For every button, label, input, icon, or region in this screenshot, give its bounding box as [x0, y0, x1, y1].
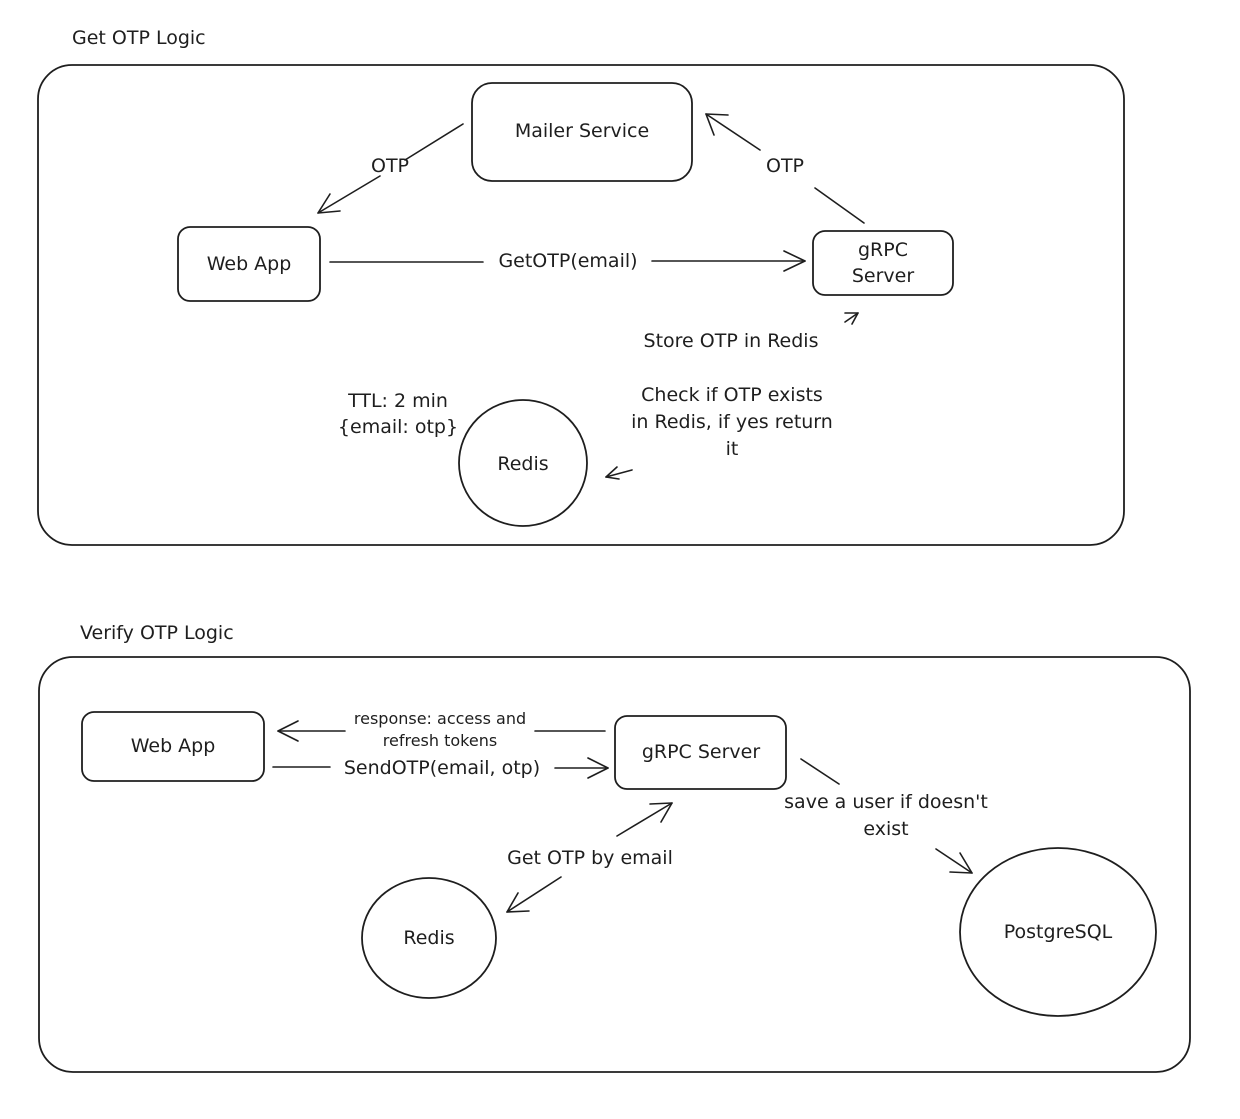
- edge-save-user: save a user if doesn't exist: [784, 758, 988, 874]
- edge-check-otp-arrow: Check if OTP exists in Redis, if yes ret…: [605, 384, 833, 480]
- get-otp-web-app-node[interactable]: Web App: [177, 226, 321, 302]
- edge-label-sendotp: SendOTP(email, otp): [344, 757, 540, 779]
- get-otp-redis-node[interactable]: Redis: [458, 399, 588, 527]
- edge-label-getotp: GetOTP(email): [498, 250, 637, 272]
- grpc-server-box: [812, 230, 954, 296]
- edge-webapp-to-grpc: GetOTP(email): [329, 250, 806, 272]
- verify-otp-grpc-server-node[interactable]: gRPC Server: [614, 715, 787, 790]
- edge-label-response-line2: refresh tokens: [383, 731, 497, 750]
- edge-label-response-line1: response: access and: [354, 709, 526, 728]
- verify-web-app-label: Web App: [131, 735, 216, 757]
- verify-otp-postgres-node[interactable]: PostgreSQL: [959, 847, 1157, 1017]
- edge-label-check-line3: it: [726, 438, 739, 460]
- edge-label-otp-to-webapp: OTP: [371, 155, 409, 177]
- grpc-server-label-line1: gRPC: [858, 239, 908, 261]
- edge-label-get-otp-by-email: Get OTP by email: [507, 847, 673, 869]
- web-app-box: [177, 226, 321, 302]
- mailer-service-label: Mailer Service: [515, 120, 649, 142]
- verify-redis-label: Redis: [403, 927, 454, 949]
- redis-ttl-note: TTL: 2 min {email: otp}: [338, 390, 458, 438]
- postgres-circle: [959, 847, 1157, 1017]
- postgres-label: PostgreSQL: [1004, 921, 1113, 943]
- edge-grpc-to-mailer: OTP: [705, 113, 865, 224]
- edge-send-otp: SendOTP(email, otp): [272, 757, 609, 779]
- get-otp-mailer-service-node[interactable]: Mailer Service: [471, 82, 693, 182]
- edge-label-otp-to-mailer: OTP: [766, 155, 804, 177]
- verify-otp-web-app-node[interactable]: Web App: [81, 711, 265, 782]
- edge-label-check-line1: Check if OTP exists: [641, 384, 823, 406]
- web-app-label: Web App: [207, 253, 292, 275]
- verify-grpc-server-label: gRPC Server: [642, 741, 761, 763]
- redis-kv-text: {email: otp}: [338, 416, 458, 438]
- edge-mailer-to-webapp: OTP: [317, 123, 464, 214]
- edge-label-save-user-line2: exist: [863, 818, 908, 840]
- edge-label-save-user-line1: save a user if doesn't: [784, 791, 988, 813]
- edge-get-otp-by-email: Get OTP by email: [506, 802, 673, 913]
- get-otp-grpc-server-node[interactable]: gRPC Server: [812, 230, 954, 296]
- verify-otp-section-title: Verify OTP Logic: [80, 622, 234, 644]
- redis-label: Redis: [497, 453, 548, 475]
- redis-circle: [458, 399, 588, 527]
- verify-redis-circle: [361, 877, 497, 999]
- edge-store-otp-arrow: Store OTP in Redis: [644, 312, 859, 352]
- redis-ttl-text: TTL: 2 min: [347, 390, 448, 412]
- edge-label-store-otp: Store OTP in Redis: [644, 330, 819, 352]
- grpc-server-label-line2: Server: [852, 265, 914, 287]
- verify-otp-redis-node[interactable]: Redis: [361, 877, 497, 999]
- mailer-service-box: [471, 82, 693, 182]
- get-otp-frame: [37, 64, 1125, 546]
- verify-web-app-box: [81, 711, 265, 782]
- verify-otp-frame: [38, 656, 1191, 1073]
- verify-grpc-server-box: [614, 715, 787, 790]
- edge-label-check-line2: in Redis, if yes return: [631, 411, 833, 433]
- edge-response-tokens: response: access and refresh tokens: [277, 709, 606, 750]
- get-otp-section-title: Get OTP Logic: [72, 27, 206, 49]
